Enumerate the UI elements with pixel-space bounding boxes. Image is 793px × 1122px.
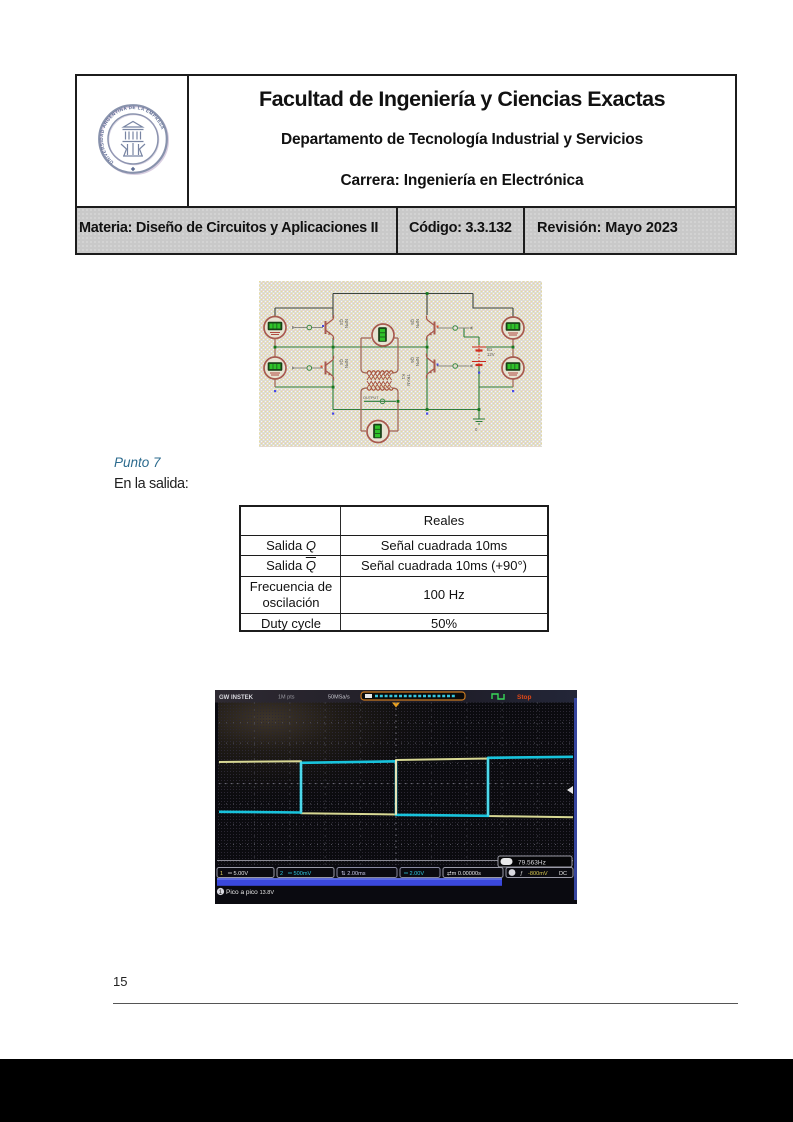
svg-text:DC: DC — [559, 871, 567, 877]
svg-text:Q3: Q3 — [339, 319, 344, 325]
svg-text:═ 5.00V: ═ 5.00V — [227, 871, 248, 877]
svg-text:TRAN: TRAN — [406, 374, 411, 386]
svg-text:1: 1 — [220, 871, 223, 877]
svg-text:2: 2 — [280, 871, 283, 877]
svg-text:-800mV: -800mV — [528, 871, 548, 877]
svg-text:0: 0 — [475, 427, 478, 432]
svg-text:═ 2.00V: ═ 2.00V — [403, 871, 424, 877]
svg-text:GW INSTEK: GW INSTEK — [219, 695, 254, 701]
svg-text:⇅ 2.00ms: ⇅ 2.00ms — [341, 871, 366, 877]
svg-text:NPN: NPN — [344, 359, 349, 368]
svg-text:1: 1 — [219, 890, 223, 896]
svg-text:B1: B1 — [487, 347, 493, 352]
svg-text:1M pts: 1M pts — [278, 695, 295, 701]
svg-text:NPN: NPN — [344, 319, 349, 328]
svg-text:OUTPUT: OUTPUT — [363, 396, 379, 400]
svg-text:Stop: Stop — [517, 694, 531, 701]
svg-text:NPN: NPN — [415, 357, 420, 366]
svg-text:12V: 12V — [487, 352, 495, 357]
svg-text:Q6: Q6 — [410, 357, 415, 363]
svg-text:79.563Hz: 79.563Hz — [518, 860, 546, 867]
svg-text:Q5: Q5 — [410, 319, 415, 325]
svg-text:K1: K1 — [401, 374, 406, 380]
svg-text:⇄m 0.00000s: ⇄m 0.00000s — [447, 870, 481, 877]
svg-text:═ 500mV: ═ 500mV — [287, 871, 312, 877]
svg-text:Pico a pico 13.8V: Pico a pico 13.8V — [226, 889, 274, 896]
svg-text:NPN: NPN — [415, 319, 420, 328]
svg-text:Q4: Q4 — [339, 359, 344, 365]
svg-text:ƒ: ƒ — [520, 871, 523, 877]
svg-text:50MSa/s: 50MSa/s — [328, 695, 350, 701]
